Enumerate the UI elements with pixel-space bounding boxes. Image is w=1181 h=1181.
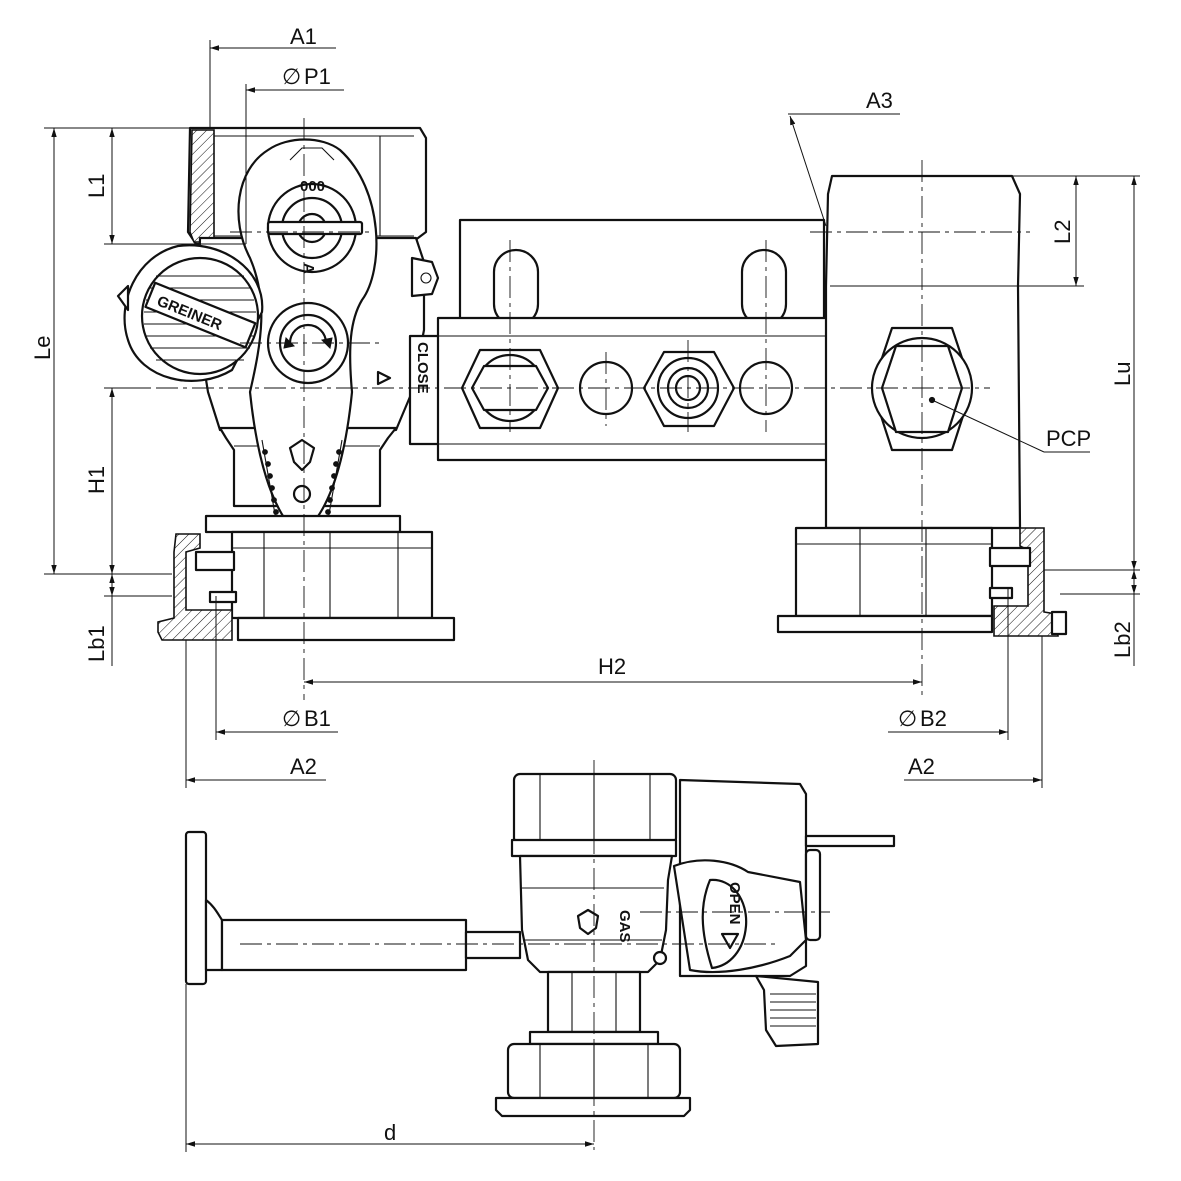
arrow-letter-marking: A bbox=[300, 263, 317, 274]
side-view-centre-lines bbox=[240, 760, 830, 1150]
dim-label-a3: A3 bbox=[866, 88, 893, 113]
centre-lines bbox=[120, 118, 1030, 700]
diameter-symbol-b2: ∅ bbox=[898, 706, 917, 731]
dim-label-a1: A1 bbox=[290, 24, 317, 49]
dim-label-lb2: Lb2 bbox=[1110, 621, 1135, 658]
open-marking: OPEN bbox=[726, 882, 743, 925]
side-handle bbox=[754, 974, 820, 1048]
left-valve-assembly: 000 A CLOSE bbox=[116, 126, 456, 642]
diameter-symbol-b1: ∅ bbox=[282, 706, 301, 731]
close-marking: CLOSE bbox=[414, 342, 431, 394]
dim-label-d: d bbox=[384, 1120, 396, 1145]
dim-label-p1: P1 bbox=[304, 64, 331, 89]
dim-label-lb1: Lb1 bbox=[84, 625, 109, 662]
dimension-labels: A1 ∅ P1 A3 Le L1 H1 Lb1 L2 Lu Lb2 PCP H2… bbox=[30, 24, 1135, 1145]
dim-label-le: Le bbox=[30, 336, 55, 360]
side-view-assembly: GAS OPEN bbox=[184, 772, 896, 1118]
right-flange-section bbox=[993, 527, 1059, 637]
mounting-plate bbox=[184, 830, 208, 986]
dim-label-l1: L1 bbox=[84, 174, 109, 198]
dim-label-b1: B1 bbox=[304, 706, 331, 731]
manifold-assembly bbox=[436, 218, 838, 462]
dim-label-a2-right: A2 bbox=[908, 754, 935, 779]
side-gas-symbol bbox=[576, 908, 600, 936]
dim-label-b2: B2 bbox=[920, 706, 947, 731]
dimension-lines bbox=[44, 40, 1140, 788]
dim-label-l2: L2 bbox=[1050, 220, 1075, 244]
dim-label-pcp: PCP bbox=[1046, 426, 1091, 451]
dim-label-a2-left: A2 bbox=[290, 754, 317, 779]
dim-label-lu: Lu bbox=[1110, 362, 1135, 386]
left-flange-section bbox=[157, 533, 233, 641]
gas-marking: GAS bbox=[616, 910, 633, 943]
inlet-thread-section bbox=[189, 129, 215, 243]
number-marking: 000 bbox=[300, 178, 325, 195]
gas-symbol bbox=[288, 438, 316, 472]
dim-label-h1: H1 bbox=[84, 466, 109, 494]
diameter-symbol-p1: ∅ bbox=[282, 64, 301, 89]
d-dimension bbox=[185, 984, 594, 1152]
dim-label-h2: H2 bbox=[598, 654, 626, 679]
